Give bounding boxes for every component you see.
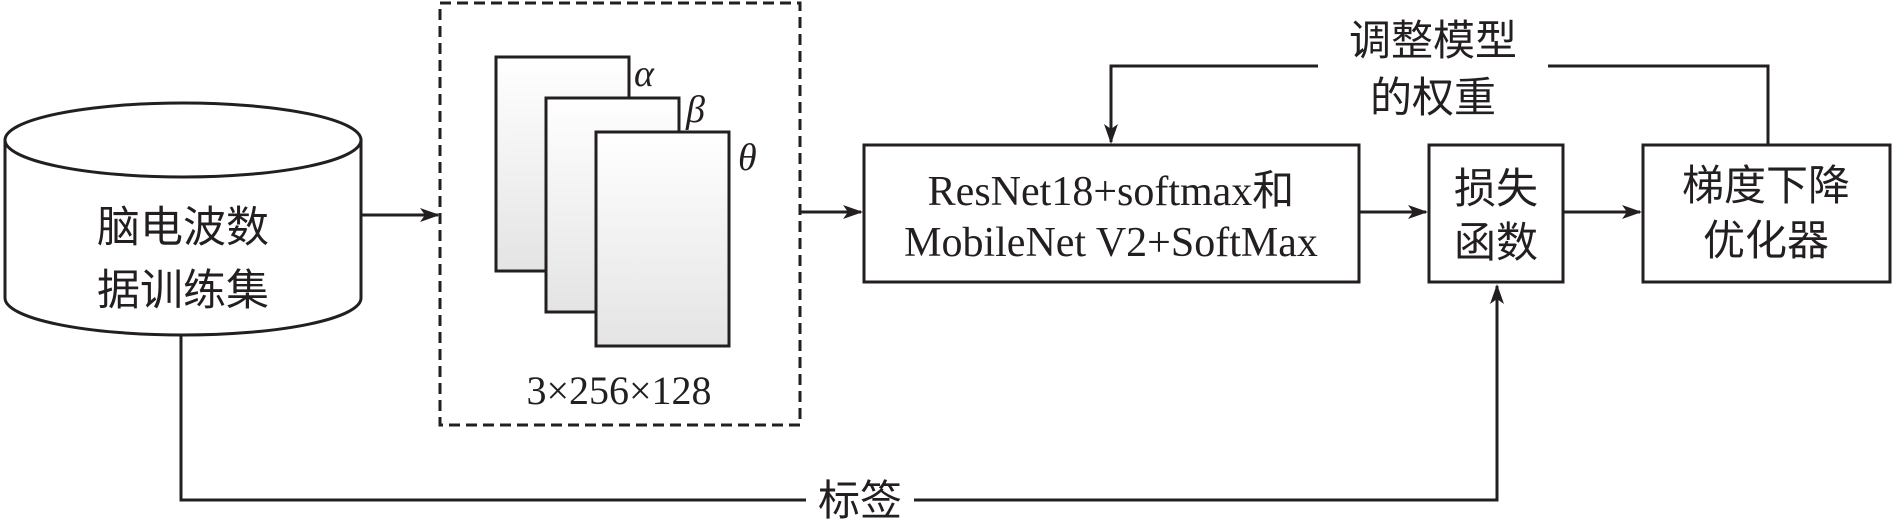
feature-shape-label: 3×256×128 [526,368,711,413]
loss-label-line1: 损失 [1454,164,1538,213]
cylinder-top [3,101,363,179]
feature-maps-group: α β θ 3×256×128 [438,1,802,427]
cylinder-body [3,140,363,337]
feedback-loop: 调整模型 的权重 [1104,16,1770,145]
channel-label-beta: β [685,89,705,131]
dataset-label-line2: 据训练集 [97,266,269,316]
dataset-label-line1: 脑电波数 [97,203,269,253]
model-label-line2: MobileNet V2+SoftMax [904,220,1318,266]
loss-function-box: 损失 函数 [1427,143,1565,284]
label-edge-text: 标签 [818,476,902,525]
optimizer-label-line2: 优化器 [1703,216,1829,265]
label-path: 标签 [179,284,1504,525]
feature-maps-dashed-box [438,1,802,427]
feedback-line [1548,64,1770,145]
loss-label-line2: 函数 [1454,218,1538,267]
model-box: ResNet18+softmax和 MobileNet V2+SoftMax [862,143,1361,284]
channel-label-theta: θ [738,137,757,179]
optimizer-box: 梯度下降 优化器 [1641,143,1892,284]
channel-label-alpha: α [634,53,655,95]
feedback-arrow-to-model [1104,64,1318,144]
loss-box-frame [1427,143,1565,284]
feature-map-theta [594,130,731,348]
model-label-line1: ResNet18+softmax和 [928,169,1295,215]
feedback-label-line1: 调整模型 [1349,16,1517,65]
feedback-label-line2: 的权重 [1370,73,1496,122]
optimizer-label-line1: 梯度下降 [1682,161,1850,210]
dataset-cylinder: 脑电波数 据训练集 [3,101,363,337]
label-arrow-to-loss [914,284,1504,502]
optimizer-box-frame [1641,143,1892,284]
label-line-left [179,334,806,502]
